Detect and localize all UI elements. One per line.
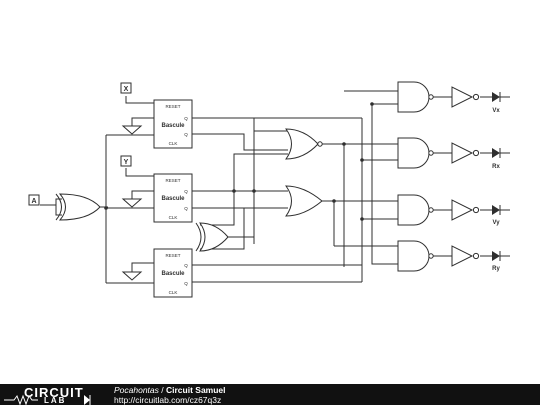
circuit-schematic: X Y A RESET Bascule Q Q CLK RESET Bascul… <box>28 81 510 298</box>
ff2-name: Bascule <box>161 196 185 202</box>
ff1-reset-label: RESET <box>165 104 180 109</box>
flipflop-1: RESET Bascule Q Q CLK <box>153 99 193 149</box>
led-diodes <box>492 92 501 261</box>
output-ry-label: Ry <box>492 266 500 272</box>
input-terminal-a: A <box>28 194 40 206</box>
ff3-name: Bascule <box>161 271 185 277</box>
ff1-q-label: Q <box>184 116 188 121</box>
input-a-label: A <box>31 198 36 205</box>
ff3-reset-label: RESET <box>165 253 180 258</box>
xor-gate-feedback <box>195 222 229 252</box>
or-gate-middle <box>285 185 323 217</box>
input-y-label: Y <box>124 159 129 166</box>
and-gate-ry <box>397 240 434 272</box>
inverters <box>451 86 480 267</box>
output-labels: Vx Rx Vy Ry <box>492 108 500 272</box>
ground-symbols <box>121 125 143 281</box>
and-gate-rx <box>397 137 434 169</box>
input-wires <box>40 96 154 284</box>
author-link[interactable]: Pocahontas <box>114 385 159 395</box>
circuitlab-logo: CIRCUIT LAB <box>4 385 96 405</box>
input-terminal-x: X <box>120 82 132 94</box>
and-gate-vy <box>397 194 434 226</box>
logo-text-bottom: LAB <box>44 396 67 405</box>
input-x-label: X <box>124 86 129 93</box>
flipflop-3: RESET Bascule Q Q CLK <box>153 248 193 298</box>
input-terminal-y: Y <box>120 155 132 167</box>
ff1-name: Bascule <box>161 123 185 129</box>
ff3-clk-label: CLK <box>169 290 178 295</box>
circuit-url[interactable]: http://circuitlab.com/cz67q3z <box>114 395 222 405</box>
ff1-clk-label: CLK <box>169 141 178 146</box>
output-rx-label: Rx <box>492 164 500 170</box>
and-gate-vx <box>397 81 434 113</box>
ff3-q-label: Q <box>184 263 188 268</box>
input-xor-gate <box>55 193 101 221</box>
output-vx-label: Vx <box>492 108 500 114</box>
circuit-credit: Pocahontas / Circuit Samuel http://circu… <box>114 385 226 405</box>
resistor-icon <box>4 394 91 405</box>
ff2-q-label: Q <box>184 189 188 194</box>
ff2-qbar-label: Q <box>184 206 188 211</box>
ff1-qbar-label: Q <box>184 132 188 137</box>
junction-dots <box>104 102 374 221</box>
ff3-qbar-label: Q <box>184 281 188 286</box>
footer-bar: CIRCUIT LAB Pocahontas / Circuit Samuel … <box>0 384 540 405</box>
output-vy-label: Vy <box>492 220 500 226</box>
flipflop-2: RESET Bascule Q Q CLK <box>153 173 193 223</box>
ff2-clk-label: CLK <box>169 215 178 220</box>
ff2-reset-label: RESET <box>165 178 180 183</box>
credit-separator: / <box>158 385 166 395</box>
logo-text-top: CIRCUIT <box>24 385 84 400</box>
or-gate-top <box>285 128 323 160</box>
circuit-title[interactable]: Circuit Samuel <box>166 385 226 395</box>
